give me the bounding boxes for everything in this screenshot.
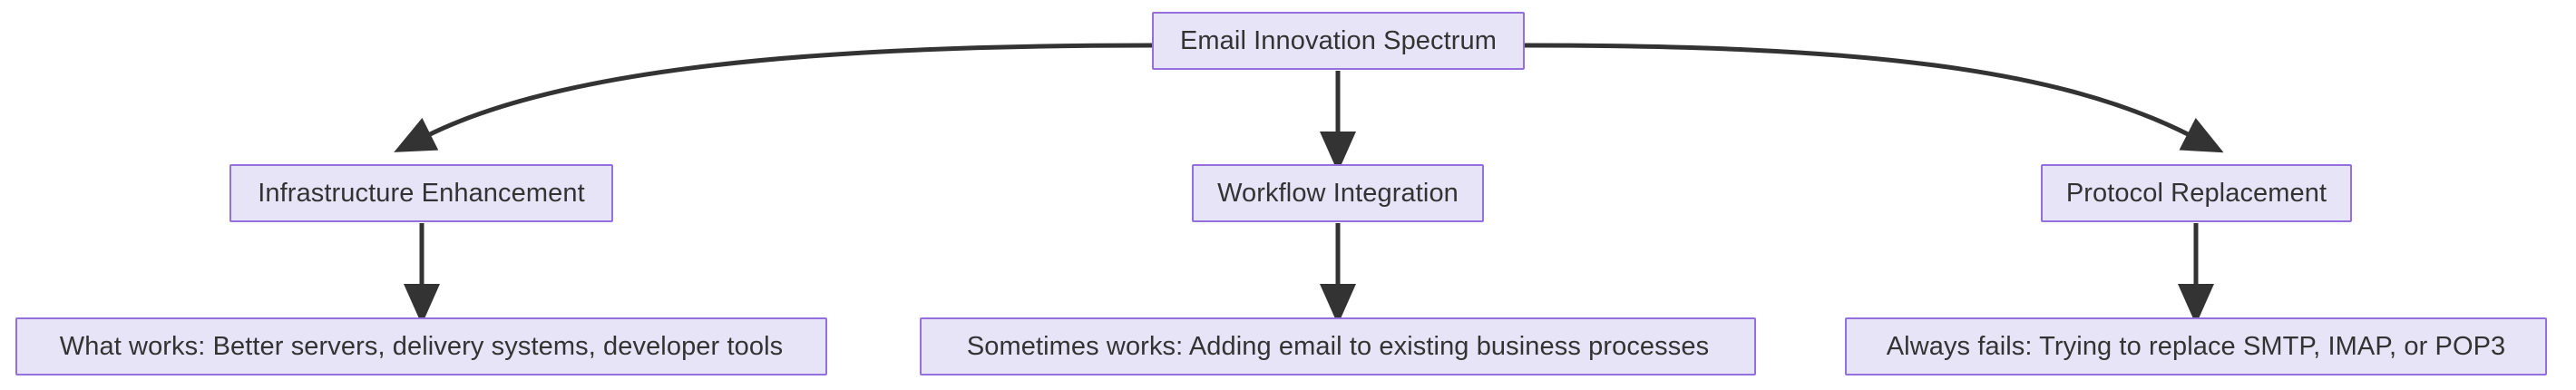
node-infrastructure-enhancement[interactable]: Infrastructure Enhancement: [229, 164, 613, 222]
node-label: Always fails: Trying to replace SMTP, IM…: [1886, 331, 2506, 361]
node-label: Infrastructure Enhancement: [258, 178, 585, 208]
node-workflow-outcome[interactable]: Sometimes works: Adding email to existin…: [920, 317, 1756, 375]
node-label: Workflow Integration: [1217, 178, 1459, 208]
node-label: What works: Better servers, delivery sys…: [59, 331, 784, 361]
node-protocol-outcome[interactable]: Always fails: Trying to replace SMTP, IM…: [1845, 317, 2547, 375]
node-infrastructure-outcome[interactable]: What works: Better servers, delivery sys…: [15, 317, 827, 375]
node-workflow-integration[interactable]: Workflow Integration: [1192, 164, 1484, 222]
node-label: Sometimes works: Adding email to existin…: [966, 331, 1710, 361]
edge-root-to-protocol: [1524, 43, 2224, 153]
node-label: Protocol Replacement: [2065, 178, 2327, 208]
node-label: Email Innovation Spectrum: [1179, 25, 1498, 55]
node-email-innovation-spectrum[interactable]: Email Innovation Spectrum: [1152, 12, 1525, 70]
node-protocol-replacement[interactable]: Protocol Replacement: [2041, 164, 2352, 222]
edge-root-to-infrastructure: [394, 43, 1153, 152]
